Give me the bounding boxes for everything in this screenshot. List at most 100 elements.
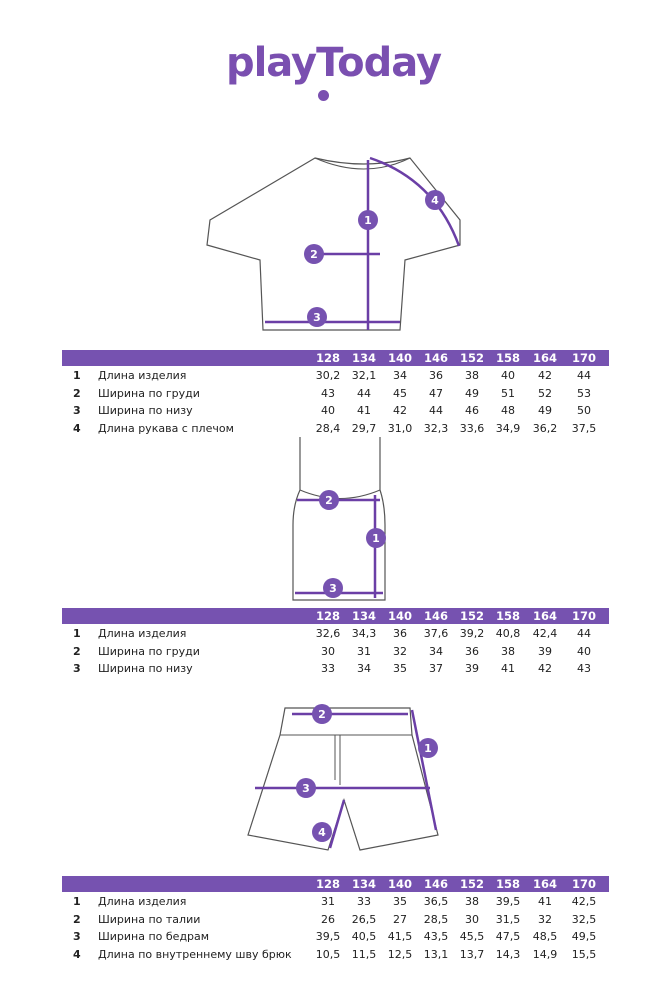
svg-text:4: 4 (431, 194, 439, 207)
measurement-value: 32,1 (351, 369, 377, 382)
measurement-value: 32,5 (571, 912, 597, 926)
measurement-value: 34,9 (495, 421, 521, 435)
size-164: 164 (532, 609, 557, 623)
measurement-value: 28,4 (315, 421, 341, 435)
measurement-value: 32,6 (315, 627, 341, 640)
row-number: 1 (73, 627, 81, 640)
measurement-label: Длина по внутреннему шву брюк (98, 947, 292, 961)
measurement-value: 52 (538, 386, 552, 400)
measurement-value: 34 (429, 644, 443, 658)
marker-3 (323, 578, 343, 598)
measurement-value: 44 (357, 386, 371, 400)
size-152: 152 (459, 351, 484, 365)
svg-text:2: 2 (325, 494, 333, 507)
measurement-value: 40,8 (495, 627, 521, 640)
measurement-value: 34 (393, 369, 407, 382)
measurement-value: 44 (577, 369, 591, 382)
measurement-value: 37,6 (423, 627, 449, 640)
svg-text:3: 3 (329, 582, 337, 595)
measurement-value: 47 (429, 386, 443, 400)
measurement-value: 39,5 (315, 930, 341, 943)
marker-1 (366, 528, 386, 548)
svg-text:1: 1 (424, 742, 432, 755)
brand-logo: playToday (225, 40, 442, 86)
row-number: 3 (73, 930, 81, 943)
measurement-value: 51 (501, 386, 515, 400)
measurement-value: 42 (538, 369, 552, 382)
measurement-value: 30,2 (315, 369, 341, 382)
measurement-value: 35 (393, 662, 407, 675)
size-158: 158 (495, 877, 520, 891)
measurement-value: 15,5 (571, 947, 597, 961)
row-number: 2 (73, 644, 81, 658)
measurement-value: 43 (577, 662, 591, 675)
size-128: 128 (315, 351, 340, 365)
measurement-value: 33 (321, 662, 335, 675)
measurement-value: 30 (321, 644, 335, 658)
measurement-value: 44 (429, 404, 443, 417)
measurement-value: 37,5 (571, 421, 597, 435)
svg-text:4: 4 (318, 826, 326, 839)
measurement-value: 13,1 (423, 947, 449, 961)
logo-dot (318, 90, 329, 101)
size-140: 140 (387, 351, 412, 365)
measurement-value: 14,3 (495, 947, 521, 961)
measurement-value: 36 (465, 644, 479, 658)
marker-1 (418, 738, 438, 758)
measurement-value: 39,5 (495, 895, 521, 908)
measurement-value: 34,3 (351, 627, 377, 640)
measurement-value: 40 (577, 644, 591, 658)
row-number: 3 (73, 662, 81, 675)
measurement-value: 45 (393, 386, 407, 400)
measurement-value: 35 (393, 895, 407, 908)
marker-2 (319, 490, 339, 510)
svg-text:1: 1 (372, 532, 380, 545)
measurement-value: 41 (538, 895, 552, 908)
svg-text:2: 2 (318, 708, 326, 721)
shorts-drawing: 1 2 3 4 (247, 704, 439, 851)
row-number: 3 (73, 404, 81, 417)
marker-2 (304, 244, 324, 264)
row-number: 1 (73, 369, 81, 382)
row-number: 1 (73, 895, 81, 908)
measurement-value: 49 (538, 404, 552, 417)
marker-3 (307, 307, 327, 327)
marker-2 (312, 704, 332, 724)
measurement-value: 33,6 (459, 421, 485, 435)
measurement-value: 40 (321, 404, 335, 417)
measurement-value: 30 (465, 912, 479, 926)
size-128: 128 (315, 877, 340, 891)
size-170: 170 (571, 877, 596, 891)
size-146: 146 (423, 351, 448, 365)
measurement-value: 29,7 (351, 421, 377, 435)
measurement-value: 42 (393, 404, 407, 417)
measurement-value: 38 (465, 369, 479, 382)
measurement-value: 31,5 (495, 912, 521, 926)
measurement-value: 44 (577, 627, 591, 640)
measurement-value: 31 (357, 644, 371, 658)
measurement-value: 36 (393, 627, 407, 640)
measurement-value: 10,5 (315, 947, 341, 961)
size-164: 164 (532, 877, 557, 891)
measurement-value: 53 (577, 386, 591, 400)
measurement-value: 43 (321, 386, 335, 400)
row-number: 2 (73, 386, 81, 400)
size-152: 152 (459, 877, 484, 891)
svg-text:3: 3 (313, 311, 321, 324)
measurement-value: 31,0 (387, 421, 413, 435)
measurement-value: 46 (465, 404, 479, 417)
marker-4 (425, 190, 445, 210)
svg-text:2: 2 (310, 248, 318, 261)
measurement-label: Ширина по бедрам (98, 930, 210, 943)
measurement-value: 43,5 (423, 930, 449, 943)
measurement-label: Длина изделия (98, 895, 187, 908)
measurement-value: 40 (501, 369, 515, 382)
size-134: 134 (351, 351, 376, 365)
measurement-value: 34 (357, 662, 371, 675)
measurement-value: 49,5 (571, 930, 597, 943)
